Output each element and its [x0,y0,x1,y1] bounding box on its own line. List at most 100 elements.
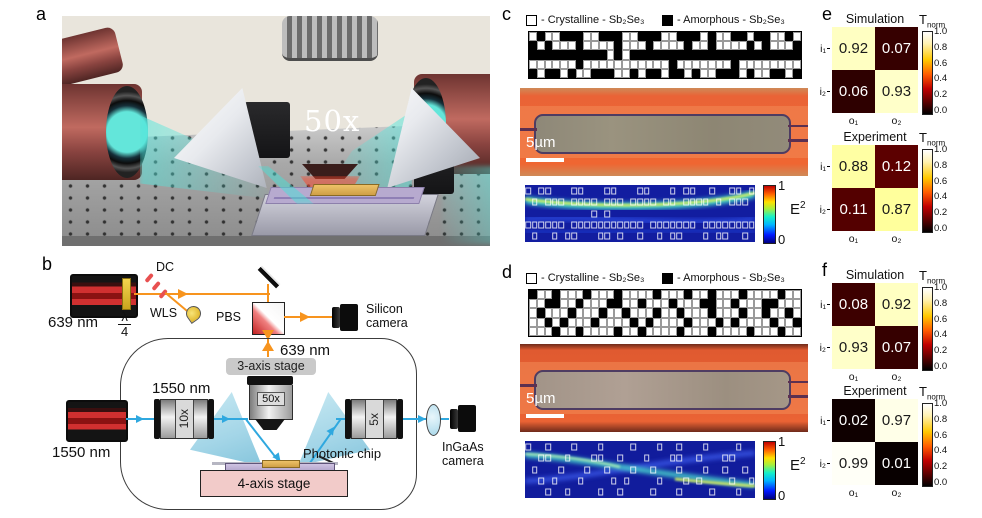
crystalline-cell-outline [683,198,689,206]
scale-bar [526,414,564,418]
grid-cell [668,290,677,300]
grid-cell [583,326,592,336]
grid-cell [692,59,700,69]
grid-cell [793,308,801,318]
wls-label: WLS [150,306,178,320]
grid-cell [723,290,732,300]
grid-cell [536,317,545,327]
grid-cell [583,59,592,69]
crystalline-cell-outline [637,221,643,229]
colorbar [922,31,933,115]
field-tick-0: 0 [778,488,786,503]
grid-cell [637,68,646,78]
crystalline-cell-outline [656,443,663,451]
grid-cell [676,308,685,318]
crystalline-cell-outline [617,454,624,462]
amorphous-square-icon [662,14,673,26]
crystalline-cell-outline [578,198,584,206]
grid-cell [793,299,801,309]
grid-cell [785,59,794,69]
grid-cell [661,41,669,51]
crystalline-cell-outline [683,221,689,229]
grid-cell [723,41,732,51]
crystalline-cell-outline [532,232,538,240]
grid-cell [591,290,599,300]
crystalline-cell-outline [729,198,735,206]
grid-cell [575,299,584,309]
crystalline-cell-outline [676,221,683,229]
grid-cell [762,41,770,51]
crystalline-cell-outline [591,210,597,217]
grid-cell [777,299,786,309]
grid-cell [769,59,778,69]
grid-cell [731,317,739,327]
colorbar-tick: 0.2 [934,207,948,219]
grid-cell [707,32,716,42]
grid-cell [676,32,685,42]
grid-cell [552,299,561,309]
grid-cell [630,68,638,78]
grid-cell [552,308,561,318]
colorbar-title: Tnorm [919,268,946,286]
grid-cell [762,299,770,309]
grid-cell [668,299,677,309]
grid-cell [552,50,561,60]
grid-cell [684,308,693,318]
beam-arrow-right-icon [178,289,188,299]
grid-cell [560,68,568,78]
crystalline-cell-outline [670,454,676,462]
grid-cell [661,50,669,60]
crystalline-cell-outline [591,454,597,462]
grid-cell [591,299,599,309]
waveguide-left [520,128,538,131]
grid-cell [715,290,724,300]
legend-amorphous: - Amorphous - Sb₂Se₃ [662,272,785,284]
grid-cell [738,32,747,42]
grid-cell [622,290,631,300]
grid-cell [552,68,561,78]
chip-gold-pad [262,460,300,468]
grid-cell [622,317,631,327]
grid-cell [653,290,662,300]
crystalline-cell-outline [564,232,571,240]
panel-label-a: a [36,4,47,24]
ingaas-camera-icon [458,405,476,432]
crystalline-cell-outline [748,187,755,195]
crystalline-cell-outline [670,187,676,195]
grid-cell [762,50,770,60]
crystalline-cell-outline [610,198,617,206]
crystalline-cell-outline [650,221,656,229]
grid-cell [715,299,724,309]
panel-c: - Crystalline - Sb₂Se₃ - Amorphous - Sb₂… [502,8,818,258]
grid-cell [731,41,739,51]
legend-amorphous: - Amorphous - Sb₂Se₃ [662,14,785,26]
grid-cell [637,32,646,42]
microscope-image: 5µm [520,88,808,176]
grid-cell [544,290,553,300]
heatmap-cell: 0.01 [875,442,918,485]
grid-cell [653,308,662,318]
crystalline-cell-outline [597,232,604,240]
grid-cell [676,299,685,309]
beam-to-prism-left [214,418,248,421]
grid-cell [598,299,607,309]
grid-cell [738,299,747,309]
grid-cell [560,317,568,327]
crystalline-cell-outline [578,477,584,485]
crystalline-cell-outline [624,221,630,229]
grid-cell [529,317,537,327]
grid-cell [715,308,724,318]
crystalline-cell-outline [696,198,702,206]
crystalline-cell-outline [676,443,683,451]
grid-cell [661,326,669,336]
legend-crystalline-text: - Crystalline - Sb₂Se₃ [541,272,645,284]
crystalline-cell-outline [551,477,558,485]
grid-cell [529,41,537,51]
grid-cell [560,290,568,300]
grid-cell [731,290,739,300]
colorbar-tick: 0.8 [934,159,948,171]
grid-cell [699,41,708,51]
